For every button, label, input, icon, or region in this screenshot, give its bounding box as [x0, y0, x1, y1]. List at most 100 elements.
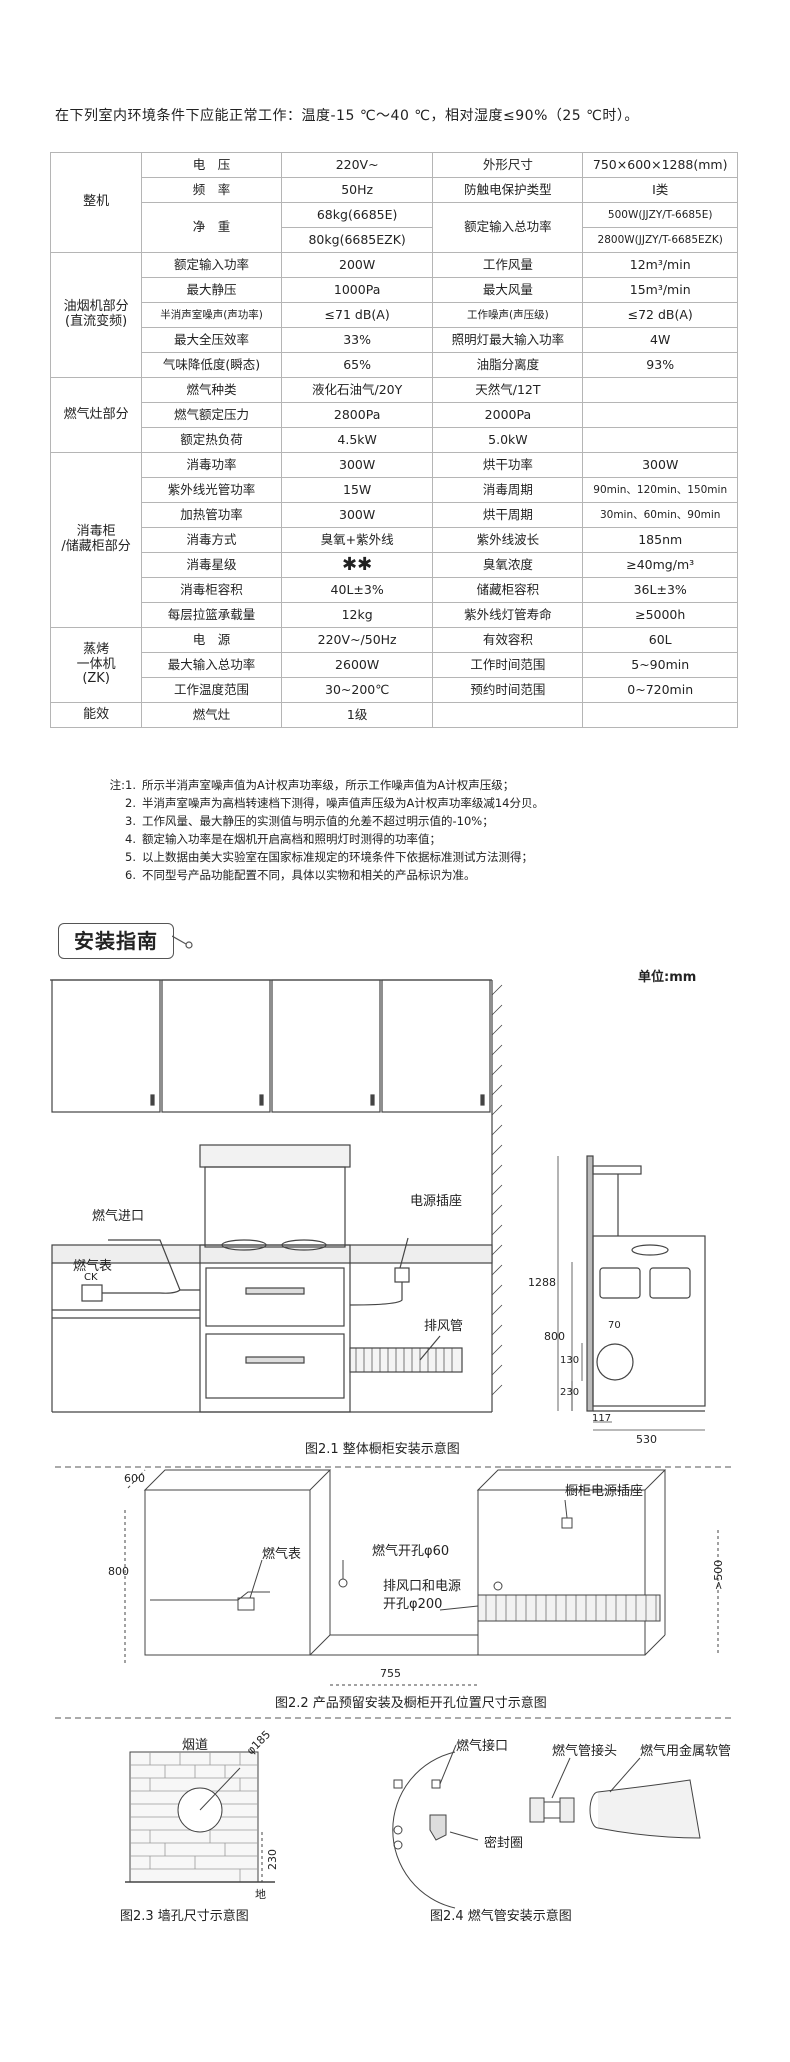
fig2-cabinet-socket-label: 橱柜电源插座: [565, 1484, 644, 1499]
label-cell: 消毒方式: [141, 527, 282, 553]
fig3-ground-label: 地: [255, 1888, 266, 1901]
label-cell: 烘干周期: [432, 502, 584, 528]
label-cell: 电 源: [141, 627, 282, 653]
value-cell: 50Hz: [280, 177, 434, 203]
category-cell: 油烟机部分 (直流变频): [49, 252, 143, 378]
note-index: 6.: [125, 868, 136, 882]
label-cell: 防触电保护类型: [432, 177, 584, 203]
fig1-power-socket-label: 电源插座: [410, 1194, 463, 1209]
table-row: 净 重 68kg(6685E) 额定输入总功率 500W(JJZY/T-6685…: [51, 202, 738, 253]
dim-117: 117: [592, 1413, 612, 1424]
value-cell: 60L: [582, 627, 738, 653]
value-cell: ≥40mg/m³: [582, 552, 738, 578]
note-item: 2.半消声室噪声为高档转速档下测得，噪声值声压级为A计权声功率级减14分贝。: [98, 794, 544, 812]
dim-230-wall: 230: [266, 1849, 279, 1870]
category-cell: 燃气灶部分: [49, 377, 143, 453]
table-row: 每层拉篮承载量 12kg 紫外线灯管寿命 ≥5000h: [51, 602, 738, 628]
fig2-exhaust-hole-size: 开孔φ200: [383, 1597, 443, 1612]
value-cell: ≤72 dB(A): [582, 302, 738, 328]
value-cell: 33%: [280, 327, 434, 353]
dim-800: 800: [544, 1330, 565, 1343]
label-cell: 净 重: [141, 202, 282, 253]
fig4-hose-label: 燃气用金属软管: [640, 1744, 732, 1759]
label-cell: 气味降低度(瞬态): [141, 352, 282, 378]
table-row: 气味降低度(瞬态) 65% 油脂分离度 93%: [51, 352, 738, 378]
value-cell: 750×600×1288(mm): [582, 152, 738, 178]
note-text: 额定输入功率是在烟机开启高档和照明灯时测得的功率值；: [142, 832, 441, 846]
fig1-caption: 图2.1 整体橱柜安装示意图: [305, 1442, 460, 1457]
note-text: 以上数据由美大实验室在国家标准规定的环境条件下依据标准测试方法测得；: [142, 850, 533, 864]
table-row: 最大静压 1000Pa 最大风量 15m³/min: [51, 277, 738, 303]
value-cell: 90min、120min、150min: [582, 477, 738, 503]
category-cell: 消毒柜 /储藏柜部分: [49, 452, 143, 628]
label-cell: 工作噪声(声压级): [432, 302, 584, 328]
fig3-wall-hole: [125, 1751, 275, 1883]
value-cell: 300W: [280, 502, 434, 528]
note-item: 5.以上数据由美大实验室在国家标准规定的环境条件下依据标准测试方法测得；: [98, 848, 544, 866]
value-cell: 30min、60min、90min: [582, 502, 738, 528]
label-cell: 额定热负荷: [141, 427, 282, 453]
empty-cell: [582, 427, 738, 453]
value-cell: 2800Pa: [280, 402, 434, 428]
label-cell: 最大输入总功率: [141, 652, 282, 678]
fig1-ck-label: CK: [84, 1272, 98, 1283]
note-index: 4.: [125, 832, 136, 846]
fig2-exhaust-hole-label: 排风口和电源: [383, 1579, 462, 1594]
empty-cell: [432, 702, 584, 728]
empty-cell: [582, 377, 738, 403]
label-cell: 烘干功率: [432, 452, 584, 478]
fig4-gas-port-label: 燃气接口: [456, 1739, 509, 1754]
value-cell: 36L±3%: [582, 577, 738, 603]
note-item: 3.工作风量、最大静压的实测值与明示值的允差不超过明示值的-10%；: [98, 812, 544, 830]
table-row: 消毒柜容积 40L±3% 储藏柜容积 36L±3%: [51, 577, 738, 603]
value-cell: 4W: [582, 327, 738, 353]
label-cell: 加热管功率: [141, 502, 282, 528]
label-cell: 工作风量: [432, 252, 584, 278]
value-cell: 80kg(6685EZK): [280, 227, 434, 253]
fig4-seal-label: 密封圈: [484, 1836, 524, 1851]
table-row: 工作温度范围 30~200℃ 预约时间范围 0~720min: [51, 677, 738, 703]
note-text: 半消声室噪声为高档转速档下测得，噪声值声压级为A计权声功率级减14分贝。: [142, 796, 544, 810]
value-cell: 93%: [582, 352, 738, 378]
label-cell: 消毒功率: [141, 452, 282, 478]
note-text: 所示半消声室噪声值为A计权声功率级，所示工作噪声值为A计权声压级；: [142, 778, 515, 792]
dim-800-b: 800: [108, 1565, 129, 1578]
category-cell: 蒸烤 一体机 (ZK): [49, 627, 143, 703]
label-cell: 臭氧浓度: [432, 552, 584, 578]
value-cell: 12kg: [280, 602, 434, 628]
label-cell: 燃气灶: [141, 702, 282, 728]
dim-500: >500: [712, 1559, 725, 1590]
fig4-caption: 图2.4 燃气管安装示意图: [430, 1909, 572, 1924]
value-cell: 15W: [280, 477, 434, 503]
label-cell: 工作温度范围: [141, 677, 282, 703]
fig2-gas-hole-label: 燃气开孔φ60: [372, 1544, 450, 1559]
fig4-connector-label: 燃气管接头: [552, 1744, 618, 1759]
value-cell: 15m³/min: [582, 277, 738, 303]
label-cell: 外形尺寸: [432, 152, 584, 178]
table-row: 消毒方式 臭氧+紫外线 紫外线波长 185nm: [51, 527, 738, 553]
label-cell: 照明灯最大输入功率: [432, 327, 584, 353]
dim-530: 530: [636, 1433, 657, 1446]
dim-70: 70: [608, 1320, 621, 1331]
value-cell: 液化石油气/20Y: [280, 377, 434, 403]
spec-table: 整机 电 压 220V~ 外形尺寸 750×600×1288(mm) 频 率 5…: [49, 152, 738, 728]
dim-600: 600: [124, 1472, 145, 1485]
fig2-caption: 图2.2 产品预留安装及橱柜开孔位置尺寸示意图: [275, 1696, 547, 1711]
dim-130: 130: [560, 1355, 580, 1366]
table-row: 燃气额定压力 2800Pa 2000Pa: [51, 402, 738, 428]
table-row: 80kg(6685EZK) 2800W(JJZY/T-6685EZK): [51, 227, 738, 253]
table-row: 紫外线光管功率 15W 消毒周期 90min、120min、150min: [51, 477, 738, 503]
label-cell: 频 率: [141, 177, 282, 203]
intro-text: 在下列室内环境条件下应能正常工作：温度-15 ℃～40 ℃，相对湿度≤90%（2…: [55, 108, 639, 124]
value-cell: 40L±3%: [280, 577, 434, 603]
value-cell: 5.0kW: [432, 427, 584, 453]
category-cell: 整机: [49, 152, 143, 253]
fig3-caption: 图2.3 墙孔尺寸示意图: [120, 1909, 249, 1924]
notes: 注:1.所示半消声室噪声值为A计权声功率级，所示工作噪声值为A计权声压级； 2.…: [98, 776, 544, 884]
value-cell: 4.5kW: [280, 427, 434, 453]
unit-label: 单位:mm: [638, 970, 697, 985]
dim-185: φ185: [244, 1728, 274, 1758]
dim-755: 755: [380, 1667, 401, 1680]
table-row: 额定热负荷 4.5kW 5.0kW: [51, 427, 738, 453]
table-row: 消毒柜 /储藏柜部分 消毒功率 300W 烘干功率 300W: [49, 452, 738, 628]
